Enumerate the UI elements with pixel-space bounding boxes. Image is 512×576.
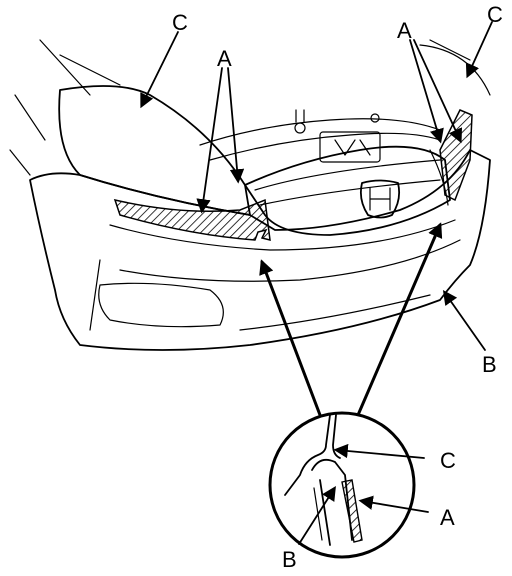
callout-c-top-left: C [172,10,188,35]
mating-area-left [113,198,271,241]
detail-pointer-arrows [259,222,443,417]
honda-emblem-icon [359,179,401,219]
leader-lines [140,21,493,351]
callout-a-detail: A [440,505,455,530]
callout-a-top-right: A [397,18,412,43]
callout-c-detail: C [440,448,456,473]
callout-labels: C A A C B C A B [172,2,503,572]
front-bumper-fascia [29,149,491,351]
callout-b-right: B [482,352,497,377]
grille-area [199,109,451,236]
mating-area-right [429,109,473,206]
vehicle-body-lines [9,39,491,176]
callout-b-detail: B [282,547,297,572]
callout-a-top-middle: A [217,46,232,71]
detail-circle [268,411,429,559]
callout-c-top-right: C [487,2,503,27]
